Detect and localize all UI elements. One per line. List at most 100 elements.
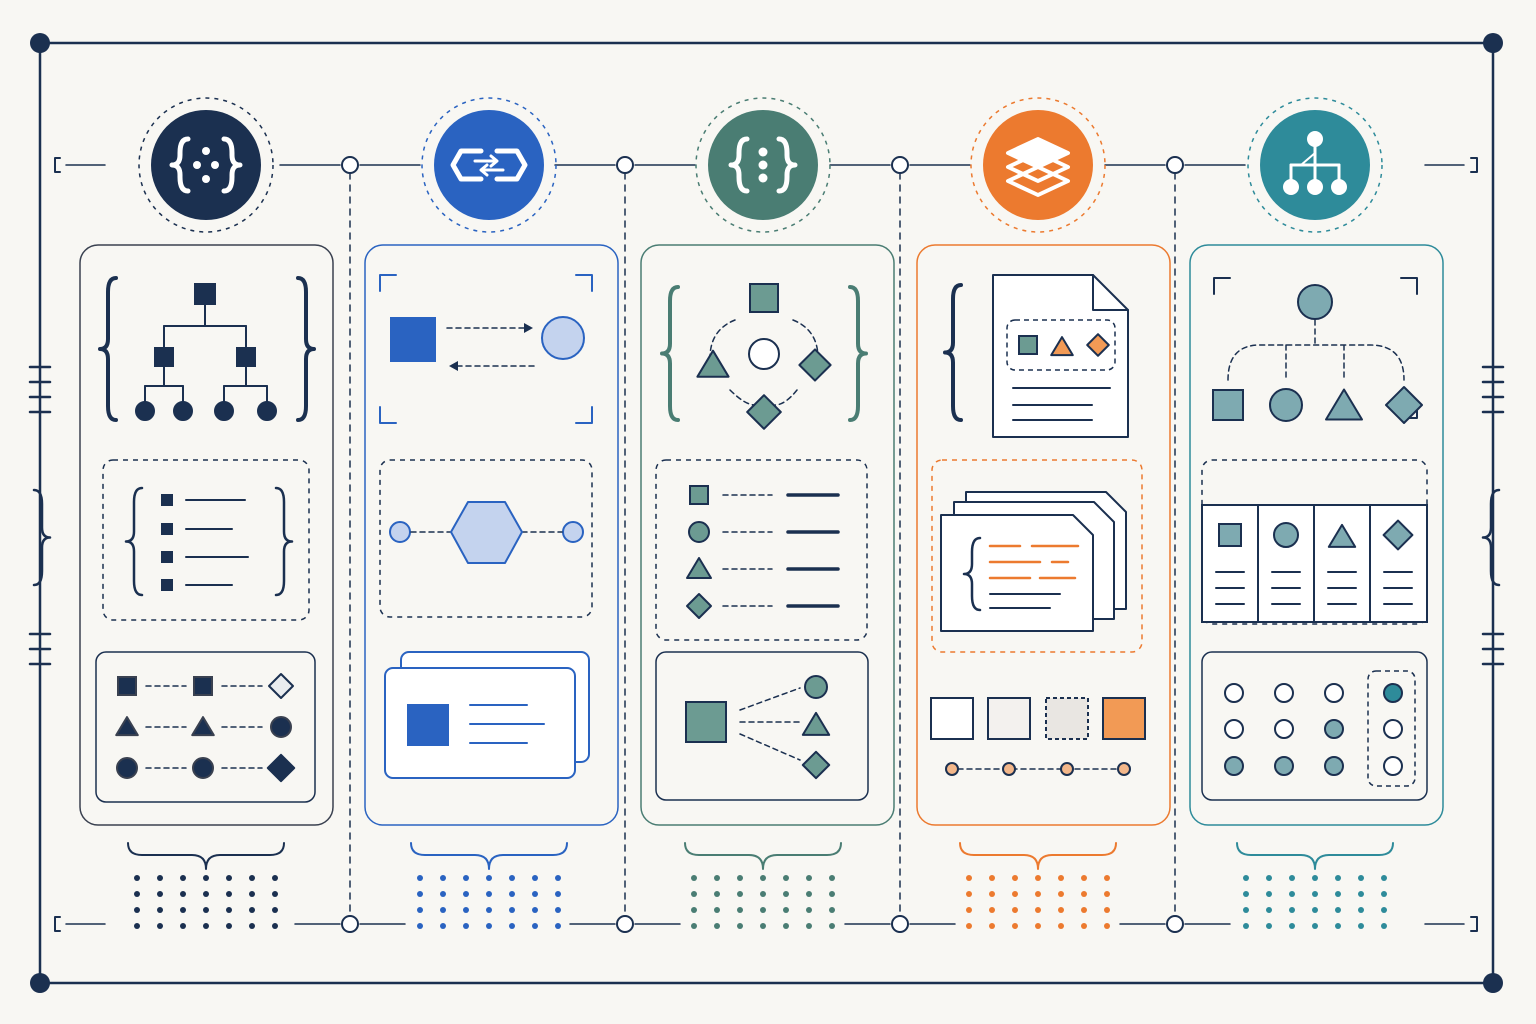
right-side-brace [1481,488,1501,587]
table-circle [1273,522,1299,548]
grid-dot [989,907,995,913]
icon-dot [758,160,768,170]
grid-dot [829,891,835,897]
corner-bottom-right [575,406,593,424]
badge [138,97,274,233]
grid-dot [417,891,423,897]
grid-dot [134,891,140,897]
grid-dot [180,891,186,897]
diamond-shape [268,673,294,699]
frame-corner-node [1483,33,1503,53]
grid-dot [486,891,492,897]
list-bullet [161,494,173,506]
grid-dot [532,891,538,897]
grid-dot [486,875,492,881]
grid-dot [1104,923,1110,929]
grid-dot [417,907,423,913]
column-cyan [1189,97,1444,929]
corner-top-right [575,274,593,292]
matrix-dot [1383,756,1403,776]
ring-center-circle [748,338,780,370]
grid-dot [509,907,515,913]
grid-dot [783,907,789,913]
column-panel [1189,244,1444,826]
grid-dot [737,923,743,929]
grid-dot [714,923,720,929]
document-fold [1092,274,1129,311]
grid-dot [1104,907,1110,913]
grid-dot [157,923,163,929]
grid-dot [272,923,278,929]
matrix-dot [1274,719,1294,739]
grid-dot [463,907,469,913]
column-navy [79,97,334,929]
columns-layer [79,97,1444,929]
frame-corner-node [30,973,50,993]
grid-dot [180,907,186,913]
badge [970,97,1106,233]
doc-triangle [1050,336,1074,357]
matrix-dot [1224,756,1244,776]
tree-leaf-node [214,401,234,421]
column-dot-grid [966,875,1110,929]
outer-frame [28,33,1505,993]
grid-dot [1081,923,1087,929]
grid-dot [417,923,423,929]
rail-end-bracket-left [54,157,61,173]
card-thumbnail [407,704,449,746]
grid-dot [1289,907,1295,913]
grid-dot [272,907,278,913]
tree-diamond [1385,386,1423,424]
column-dot-grid [1243,875,1387,929]
grid-dot [714,907,720,913]
grid-dot [737,891,743,897]
grid-dot [966,923,972,929]
matrix-dot [1274,756,1294,776]
grid-dot [249,907,255,913]
grid-dot [226,923,232,929]
curly-braces-vertical-dots-icon [728,136,798,194]
grid-dot [806,875,812,881]
square-shape [193,676,213,696]
grid-dot [157,891,163,897]
matrix-dot [1324,756,1344,776]
tree-child-node [236,347,256,367]
document-dashed-frame [1006,319,1116,371]
grid-dot [509,891,515,897]
doc-diamond [1086,333,1110,357]
tree-leaf-node [173,401,193,421]
tree-brace-right [296,276,316,422]
grid-dot [691,875,697,881]
matrix-dot [1383,719,1403,739]
grid-dot [1266,891,1272,897]
grid-dot [440,907,446,913]
matrix-dot [1324,683,1344,703]
column-panel [364,244,619,826]
grid-dot [555,891,561,897]
matrix-dot [1274,683,1294,703]
grid-dot [1243,923,1249,929]
tree-leaf-node [135,401,155,421]
color-swatch [987,697,1031,740]
grid-dot [989,923,995,929]
icon-arrow-right [473,154,499,168]
left-side-brace [32,488,52,587]
grid-dot [226,891,232,897]
column-bottom-brace [410,842,568,870]
braced-shape-ring [660,283,868,430]
color-swatch [1045,697,1089,740]
fan-target-diamond [801,750,831,780]
grid-dot [783,923,789,929]
timeline-node [1117,762,1131,776]
grid-dot [1266,875,1272,881]
grid-dot [226,875,232,881]
column-bottom-brace [1236,842,1394,870]
code-brace [962,536,982,612]
network-tree-icon [1283,131,1347,195]
grid-dot [440,923,446,929]
rail-junction-node [1166,156,1184,174]
tree-child-node [154,347,174,367]
grid-dot [1104,875,1110,881]
dot-matrix-selection [1201,651,1428,801]
list-dashed-box [102,459,310,621]
